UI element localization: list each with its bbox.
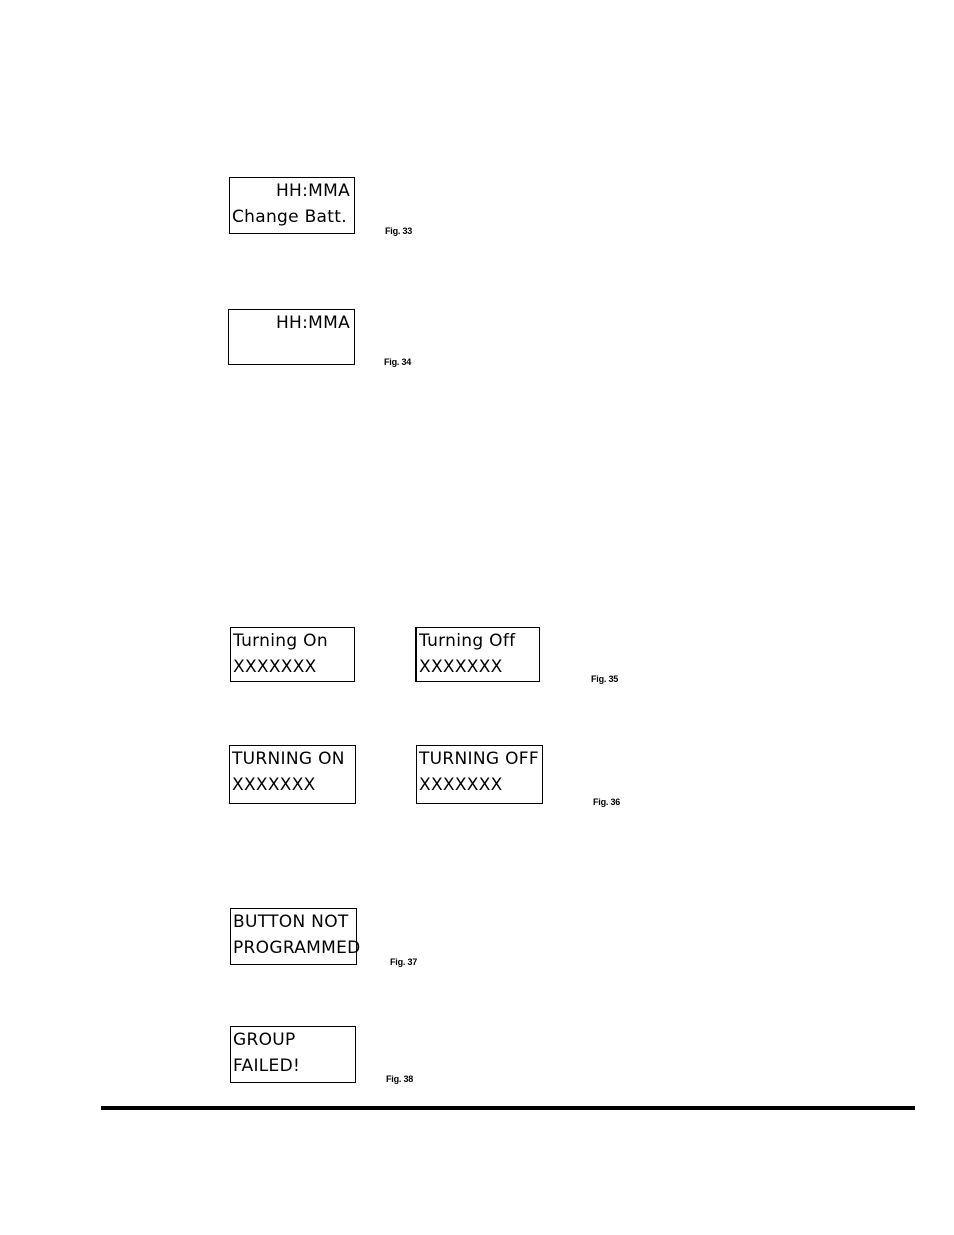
- lcd-line-status: TURNING ON: [232, 746, 351, 773]
- lcd-line-device: XXXXXXX: [233, 654, 350, 681]
- lcd-display-fig37: BUTTON NOT PROGRAMMED: [230, 908, 357, 965]
- lcd-line-status: TURNING OFF: [419, 746, 538, 773]
- figure-caption-34: Fig. 34: [384, 357, 411, 367]
- lcd-line-device: XXXXXXX: [419, 654, 535, 681]
- lcd-line-time: HH:MMA: [232, 178, 350, 205]
- lcd-line-message: [231, 336, 350, 363]
- figure-caption-38: Fig. 38: [386, 1074, 413, 1084]
- lcd-line-message: Change Batt.: [232, 204, 350, 231]
- lcd-line-message: BUTTON NOT: [233, 909, 352, 936]
- lcd-line-status: Turning Off: [419, 628, 535, 655]
- lcd-line-message: FAILED!: [233, 1053, 351, 1080]
- lcd-display-fig35-on: Turning On XXXXXXX: [230, 627, 355, 682]
- lcd-display-fig38: GROUP FAILED!: [230, 1026, 356, 1083]
- lcd-line-time: HH:MMA: [231, 310, 350, 337]
- lcd-display-fig35-off: Turning Off XXXXXXX: [415, 627, 540, 682]
- lcd-line-message: PROGRAMMED: [233, 935, 352, 962]
- lcd-display-fig36-off: TURNING OFF XXXXXXX: [416, 745, 543, 804]
- lcd-line-status: Turning On: [233, 628, 350, 655]
- lcd-line-device: XXXXXXX: [232, 772, 351, 799]
- figure-caption-37: Fig. 37: [390, 957, 417, 967]
- lcd-line-message: GROUP: [233, 1027, 351, 1054]
- lcd-display-fig36-on: TURNING ON XXXXXXX: [229, 745, 356, 804]
- figure-caption-33: Fig. 33: [385, 226, 412, 236]
- lcd-display-fig34: HH:MMA: [228, 309, 355, 365]
- figure-caption-36: Fig. 36: [593, 797, 620, 807]
- footer-divider: [101, 1106, 915, 1110]
- lcd-display-fig33: HH:MMA Change Batt.: [229, 177, 355, 234]
- lcd-line-device: XXXXXXX: [419, 772, 538, 799]
- figure-caption-35: Fig. 35: [591, 674, 618, 684]
